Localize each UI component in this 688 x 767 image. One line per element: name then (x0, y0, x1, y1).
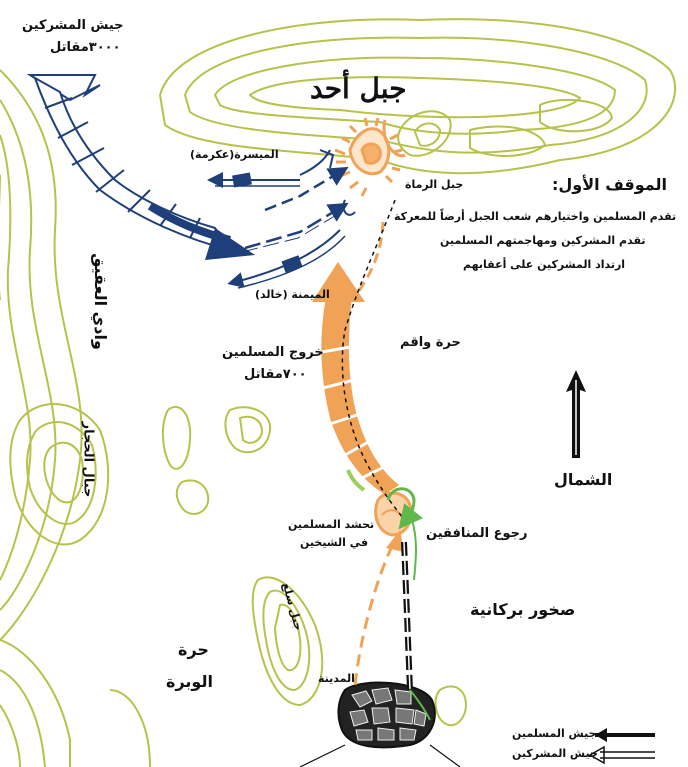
hypocrites-path (386, 487, 431, 721)
label-harrat-waqim: حرة واقم (400, 335, 461, 350)
terrain-contours (0, 18, 676, 767)
label-mount-uhud: جبل أحد (310, 72, 407, 105)
label-position-line1: تقدم المسلمين واختيارهم شعب الجبل أرضاً … (394, 210, 677, 223)
legend-muslim-army: جيش المسلمين (512, 727, 597, 740)
label-madina: المدينة (318, 672, 355, 685)
label-north: الشمال (554, 470, 613, 489)
label-muslim-gathering-2: في الشيخين (300, 536, 369, 549)
label-muslim-exit: خروج المسلمين (222, 345, 324, 360)
label-left-flank: الميسرة(عكرمة) (190, 148, 279, 161)
label-polytheist-count: ٣٠٠٠مقاتل (50, 40, 121, 55)
legend-symbols (588, 728, 655, 765)
archers-position (334, 117, 406, 197)
label-polytheist-army: جيش المشركين (22, 18, 124, 33)
route-line (341, 199, 406, 521)
label-volcanic-rocks: صخور بركانية (470, 600, 576, 619)
label-muslim-gathering-1: تحشد المسلمين (288, 518, 375, 531)
north-arrow (566, 370, 586, 458)
polytheist-army-path (26, 74, 356, 289)
legend-polytheist-army: جيش المشركين (512, 747, 598, 760)
label-position-line2: تقدم المشركين ومهاجمتهم المسلمين (440, 234, 646, 247)
label-position-heading: الموقف الأول: (552, 175, 667, 194)
label-hypocrites-return: رجوع المنافقين (426, 526, 528, 541)
madina-city (299, 681, 461, 767)
label-hijar-mountains: جبال الحجار (80, 421, 96, 498)
label-harrat-wabra-2: الوبرة (166, 672, 213, 691)
label-archers-mountain: جبل الرماة (405, 178, 464, 191)
label-muslim-count: ٧٠٠مقاتل (244, 367, 307, 382)
label-harrat-wabra-1: حرة (178, 640, 209, 659)
label-wadi-aqiq: وادي العقيق (90, 253, 110, 350)
label-position-line3: ارتداد المشركين على أعقابهم (463, 258, 626, 271)
label-right-flank: الميمنة (خالد) (255, 288, 330, 301)
